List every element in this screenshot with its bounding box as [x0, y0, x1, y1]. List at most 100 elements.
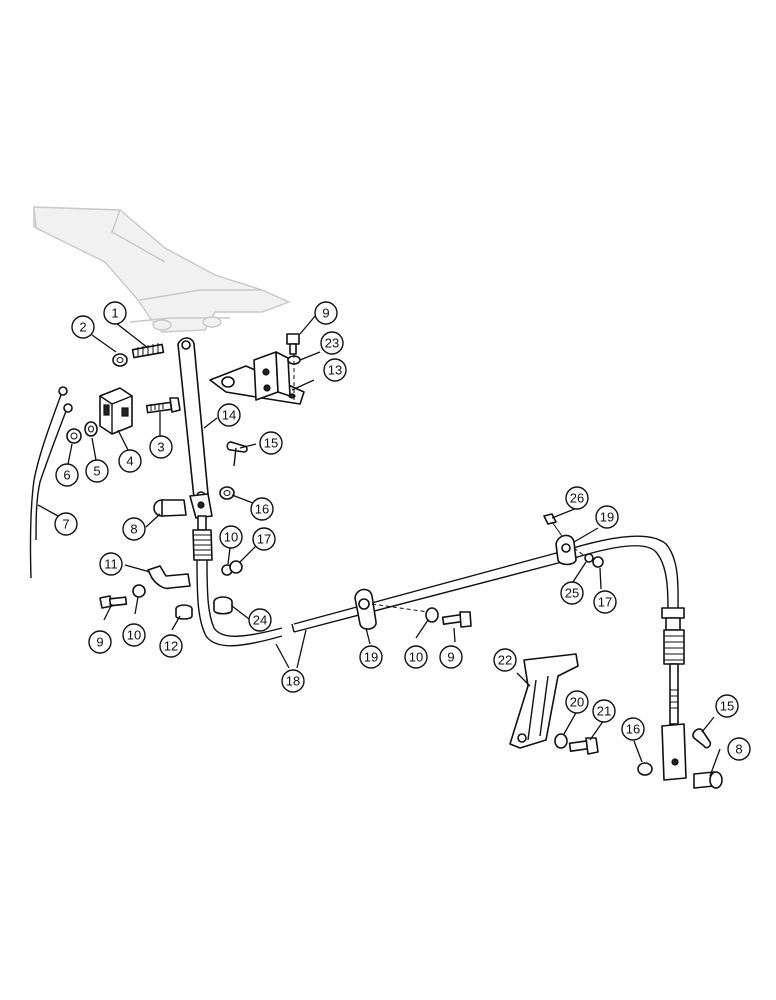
svg-text:8: 8 [735, 742, 742, 757]
cable-clevis-lower [661, 607, 687, 781]
callout-9-center: 9 [439, 645, 463, 669]
washer [554, 733, 568, 749]
svg-text:12: 12 [164, 639, 178, 654]
callout-9-left: 9 [88, 630, 112, 654]
svg-text:8: 8 [130, 522, 137, 537]
callout-19-right: 19 [595, 505, 619, 529]
svg-text:6: 6 [63, 468, 70, 483]
washer [132, 584, 146, 598]
grommet [213, 596, 233, 615]
svg-text:25: 25 [565, 586, 579, 601]
wire-harness [29, 386, 73, 579]
brake-switch [99, 387, 133, 435]
svg-text:9: 9 [322, 306, 329, 321]
clevis-pin [693, 771, 723, 789]
svg-text:16: 16 [626, 722, 640, 737]
callout-11: 11 [99, 552, 123, 576]
svg-text:18: 18 [286, 674, 300, 689]
nut [112, 353, 128, 367]
svg-text:2: 2 [79, 320, 86, 335]
callout-8-left: 8 [122, 517, 146, 541]
nut [219, 486, 235, 500]
callout-7: 7 [54, 512, 78, 536]
callout-15-right: 15 [715, 694, 739, 718]
callout-16-lower: 16 [621, 717, 645, 741]
svg-text:22: 22 [498, 653, 512, 668]
brake-cable-main [293, 551, 563, 633]
svg-text:19: 19 [364, 650, 378, 665]
callout-23: 23 [320, 331, 344, 355]
svg-text:26: 26 [570, 491, 584, 506]
mounting-bracket [209, 351, 305, 405]
svg-text:4: 4 [126, 454, 133, 469]
callout-17-left: 17 [252, 527, 276, 551]
callout-2: 2 [71, 315, 95, 339]
svg-text:21: 21 [597, 704, 611, 719]
callout-10-center: 10 [404, 645, 428, 669]
brake-cable-right [559, 535, 679, 611]
callout-21: 21 [592, 699, 616, 723]
split-pin [226, 441, 248, 467]
cable-clamp [555, 534, 577, 566]
svg-text:14: 14 [222, 408, 236, 423]
grommet [175, 604, 193, 620]
bolt [145, 397, 181, 414]
stud [131, 343, 165, 359]
callout-8-right: 8 [727, 737, 751, 761]
svg-text:13: 13 [328, 363, 342, 378]
svg-text:7: 7 [62, 517, 69, 532]
svg-text:19: 19 [600, 510, 614, 525]
callout-17-right: 17 [593, 590, 617, 614]
bolt [543, 513, 563, 537]
washer [584, 553, 594, 563]
callout-14: 14 [217, 403, 241, 427]
callout-19-center: 19 [359, 645, 383, 669]
brake-cable-left [196, 559, 283, 647]
cable-clamp [354, 588, 377, 630]
link-rod [177, 337, 209, 505]
svg-text:9: 9 [96, 635, 103, 650]
svg-text:1: 1 [111, 306, 118, 321]
callout-4: 4 [118, 449, 142, 473]
cable-clevis-upper [189, 493, 213, 561]
washer [84, 421, 98, 437]
callout-1: 1 [103, 301, 127, 325]
svg-text:17: 17 [257, 532, 271, 547]
callout-16-upper: 16 [250, 497, 274, 521]
nut [637, 762, 653, 776]
svg-text:15: 15 [720, 699, 734, 714]
callout-26: 26 [565, 486, 589, 510]
bolt [568, 737, 599, 755]
svg-text:10: 10 [127, 628, 141, 643]
svg-text:10: 10 [224, 530, 238, 545]
bolt [441, 611, 472, 628]
clevis-pin [153, 499, 187, 517]
svg-text:10: 10 [409, 650, 423, 665]
svg-text:15: 15 [264, 436, 278, 451]
callout-15-left: 15 [259, 431, 283, 455]
svg-text:17: 17 [598, 595, 612, 610]
callout-6: 6 [55, 463, 79, 487]
callout-10-left: 10 [122, 623, 146, 647]
split-pin [692, 728, 712, 749]
svg-text:9: 9 [447, 650, 454, 665]
svg-text:16: 16 [255, 502, 269, 517]
bolt [99, 595, 128, 609]
callout-12: 12 [159, 634, 183, 658]
callout-9-top: 9 [314, 301, 338, 325]
bolt [286, 333, 300, 355]
callout-22: 22 [493, 648, 517, 672]
svg-text:23: 23 [325, 336, 339, 351]
nut [592, 556, 604, 568]
cable-clip [147, 565, 191, 590]
svg-text:20: 20 [570, 695, 584, 710]
nut [66, 428, 82, 444]
cable-bracket [509, 653, 579, 749]
svg-text:5: 5 [93, 464, 100, 479]
callout-13: 13 [323, 358, 347, 382]
ghost-brake-lever [33, 206, 291, 333]
svg-text:3: 3 [157, 440, 164, 455]
callout-10-upper: 10 [219, 525, 243, 549]
callout-25: 25 [560, 581, 584, 605]
